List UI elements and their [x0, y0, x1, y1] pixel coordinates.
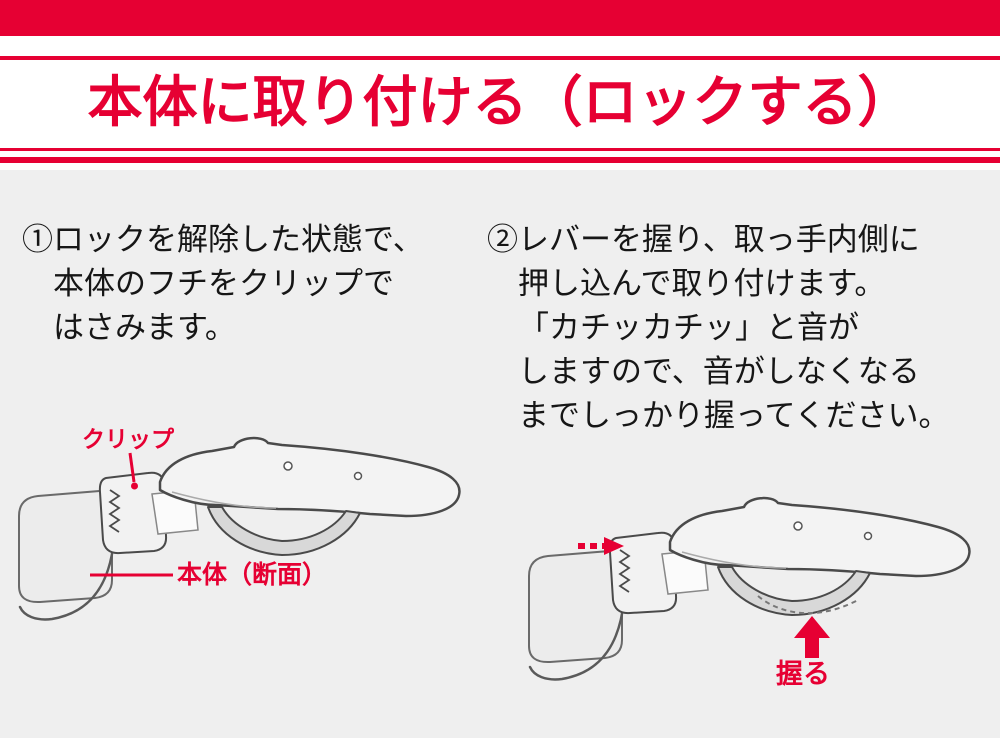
- top-red-bar: [0, 0, 1000, 36]
- step-2-line: 「カチッカチッ」と音が: [518, 310, 859, 345]
- grip-label: 握る: [776, 659, 830, 689]
- step-2-line: ②レバーを握り、取っ手内側に: [487, 222, 920, 257]
- step-1-line: 本体のフチをクリップで: [53, 266, 394, 301]
- figure-attach-clip: [17, 436, 461, 621]
- title-rule-bottom: [0, 157, 1000, 163]
- lever-dashed-outline: [757, 595, 859, 615]
- clip-pointer-line: [128, 452, 138, 490]
- step-2-line: しますので、音がしなくなる: [518, 354, 920, 389]
- step-1-text: ①ロックを解除した状態で、 本体のフチをクリップで はさみます。: [22, 218, 484, 350]
- title-rule-mid: [0, 148, 1000, 151]
- step-1-line: ①ロックを解除した状態で、: [22, 222, 424, 257]
- grip-up-arrow-icon: [794, 616, 830, 658]
- step-1-line: はさみます。: [53, 310, 236, 345]
- step-2-line: 押し込んで取り付けます。: [518, 266, 886, 301]
- header: 本体に取り付ける（ロックする）: [0, 0, 1000, 170]
- title-rule-top: [0, 56, 1000, 60]
- step-2-text: ②レバーを握り、取っ手内側に 押し込んで取り付けます。 「カチッカチッ」と音が …: [487, 218, 993, 438]
- clip-label: クリップ: [82, 426, 174, 452]
- step-2-line: までしっかり握ってください。: [518, 398, 950, 433]
- push-arrow-icon: [578, 537, 624, 555]
- figure-push-and-grip: [527, 496, 971, 681]
- body-cross-section-label: 本体（断面）: [177, 561, 328, 589]
- page-title: 本体に取り付ける（ロックする）: [87, 71, 913, 133]
